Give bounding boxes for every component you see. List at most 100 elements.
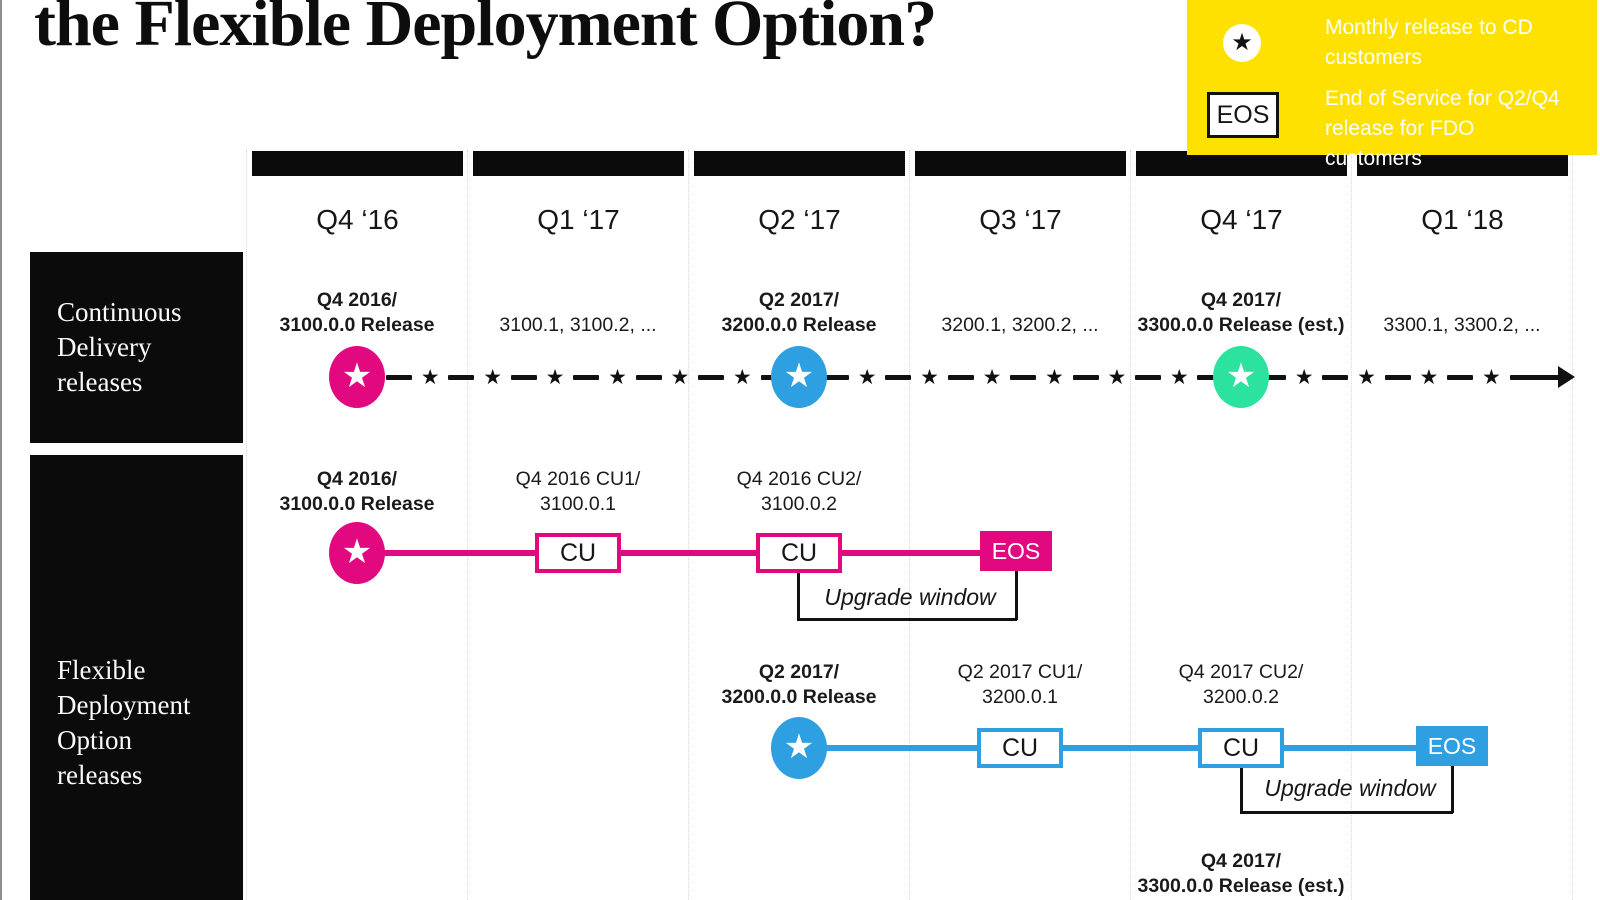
fdo1-eos-box: EOS [980,531,1052,571]
column-separator [1572,150,1573,900]
cu-box-label: CU [559,538,597,567]
quarter-label: Q1 ‘17 [537,204,620,235]
fdo2-timeline-line [799,745,1452,751]
fdo1-cu2-label: Q4 2016 CU2/ 3100.0.2 [736,468,862,515]
star-icon: ★ [1045,365,1064,389]
column-separator [246,150,247,900]
fdo2-release-badge: ★ [771,717,827,779]
star-icon: ★ [670,365,690,389]
cd-release-badge-q4-16: ★ [329,346,385,408]
timeline-arrow-icon [1558,366,1575,388]
quarter-label: Q4 ‘16 [316,204,399,235]
dash [635,374,662,380]
sidebar-fdo-box: Flexible Deployment Option releases [30,455,243,900]
cd-release-label: Q4 2016/ 3100.0.0 Release [279,289,435,336]
fdo1-release-badge: ★ [329,522,385,584]
dash [1135,374,1162,380]
quarter-label: Q1 ‘18 [1421,204,1504,235]
quarter-bar [1357,151,1568,176]
cd-release-badge-q4-17: ★ [1213,346,1269,408]
star-icon: ★ [920,365,939,389]
dash [448,374,475,380]
cd-star-line: ★★★★★★★★★★★★★★★★★★ [386,365,1536,389]
legend-eos-badge: EOS [1207,92,1279,138]
page-title: the Flexible Deployment Option? [34,0,937,60]
quarter-label: Q3 ‘17 [979,204,1062,235]
fdo2-upgrade-window-label: Upgrade window [1264,775,1436,801]
dash [1259,374,1286,380]
sidebar-cd-label: Continuous Delivery releases [57,297,182,397]
quarter-bar [252,151,463,176]
cd-release-label: Q4 2017/ 3300.0.0 Release (est.) [1137,289,1345,336]
fdo1-upgrade-bracket-bottom [797,618,1017,621]
star-icon: ★ [1481,365,1501,389]
cu-box-label: CU [780,538,818,567]
dash [1197,374,1224,380]
legend-star-badge: ★ [1223,24,1261,62]
fdo2-upgrade-bracket-right [1451,766,1454,813]
quarter-bar [915,151,1126,176]
eos-box-label: EOS [991,537,1041,564]
dash [822,374,849,380]
fdo1-cu2-box: CU [756,533,842,573]
dash [1322,374,1349,380]
column-separator [909,150,910,900]
star-icon: ★ [1107,365,1127,389]
cd-release-badge-q2-17: ★ [771,346,827,408]
eos-box-label: EOS [1427,732,1477,759]
star-icon: ★ [1169,365,1189,389]
star-icon: ★ [608,365,627,389]
fdo1-upgrade-bracket-right [1015,571,1018,620]
quarter-bar [1136,151,1347,176]
dash [1384,374,1411,380]
fdo1-timeline-line [357,550,1016,556]
left-edge-line [0,0,2,900]
star-icon: ★ [1357,365,1376,389]
quarter-bar [694,151,905,176]
star-icon: ★ [341,357,373,395]
eos-box-label: EOS [1216,100,1270,129]
star-icon: ★ [483,365,503,389]
dash [386,374,412,380]
column-separator [1130,150,1131,900]
star-icon: ★ [1225,357,1257,395]
fdo1-cu1-label: Q4 2016 CU1/ 3100.0.1 [515,468,641,515]
cu-box-label: CU [1001,733,1039,762]
dash [1010,374,1037,380]
star-icon: ★ [1231,29,1253,56]
legend-box: ★ Monthly release to CD customers EOS En… [1187,0,1597,170]
fdo2-eos-box: EOS [1416,726,1488,766]
fdo1-release-label: Q4 2016/ 3100.0.0 Release [279,468,435,515]
dash [947,374,974,380]
column-separator [688,150,689,900]
column-separator [1351,150,1352,900]
legend-eos-text: End of Service for Q2/Q4 release for FDO… [1325,87,1560,170]
quarter-label: Q2 ‘17 [758,204,841,235]
legend-star-text: Monthly release to CD customers [1325,16,1533,69]
dash [1072,374,1099,380]
cu-box-label: CU [1222,733,1260,762]
fdo2-cu1-box: CU [977,728,1063,768]
cd-monthly-label: 3200.1, 3200.2, ... [941,314,1099,336]
sidebar-cd-box: Continuous Delivery releases [30,252,243,443]
fdo1-upgrade-window-label: Upgrade window [824,584,996,610]
cd-monthly-label: 3100.1, 3100.2, ... [499,314,657,336]
star-icon: ★ [783,357,815,395]
star-icon: ★ [857,365,877,389]
dash [573,374,600,380]
fdo1-upgrade-bracket-left [797,573,800,620]
fdo2-upgrade-bracket-bottom [1240,811,1453,814]
fdo2-cu1-label: Q2 2017 CU1/ 3200.0.1 [957,661,1083,708]
dash [510,374,537,380]
fdo2-cu2-box: CU [1198,728,1284,768]
fdo1-cu1-box: CU [535,533,621,573]
dash [1509,374,1536,380]
dash [698,374,725,380]
star-icon: ★ [341,533,373,571]
cd-monthly-label: 3300.1, 3300.2, ... [1383,314,1541,336]
dash [1447,374,1474,380]
sidebar-fdo-label: Flexible Deployment Option releases [57,654,191,790]
fdo2-upgrade-bracket-left [1240,768,1243,813]
timeline-arrow-shaft [1534,374,1560,380]
